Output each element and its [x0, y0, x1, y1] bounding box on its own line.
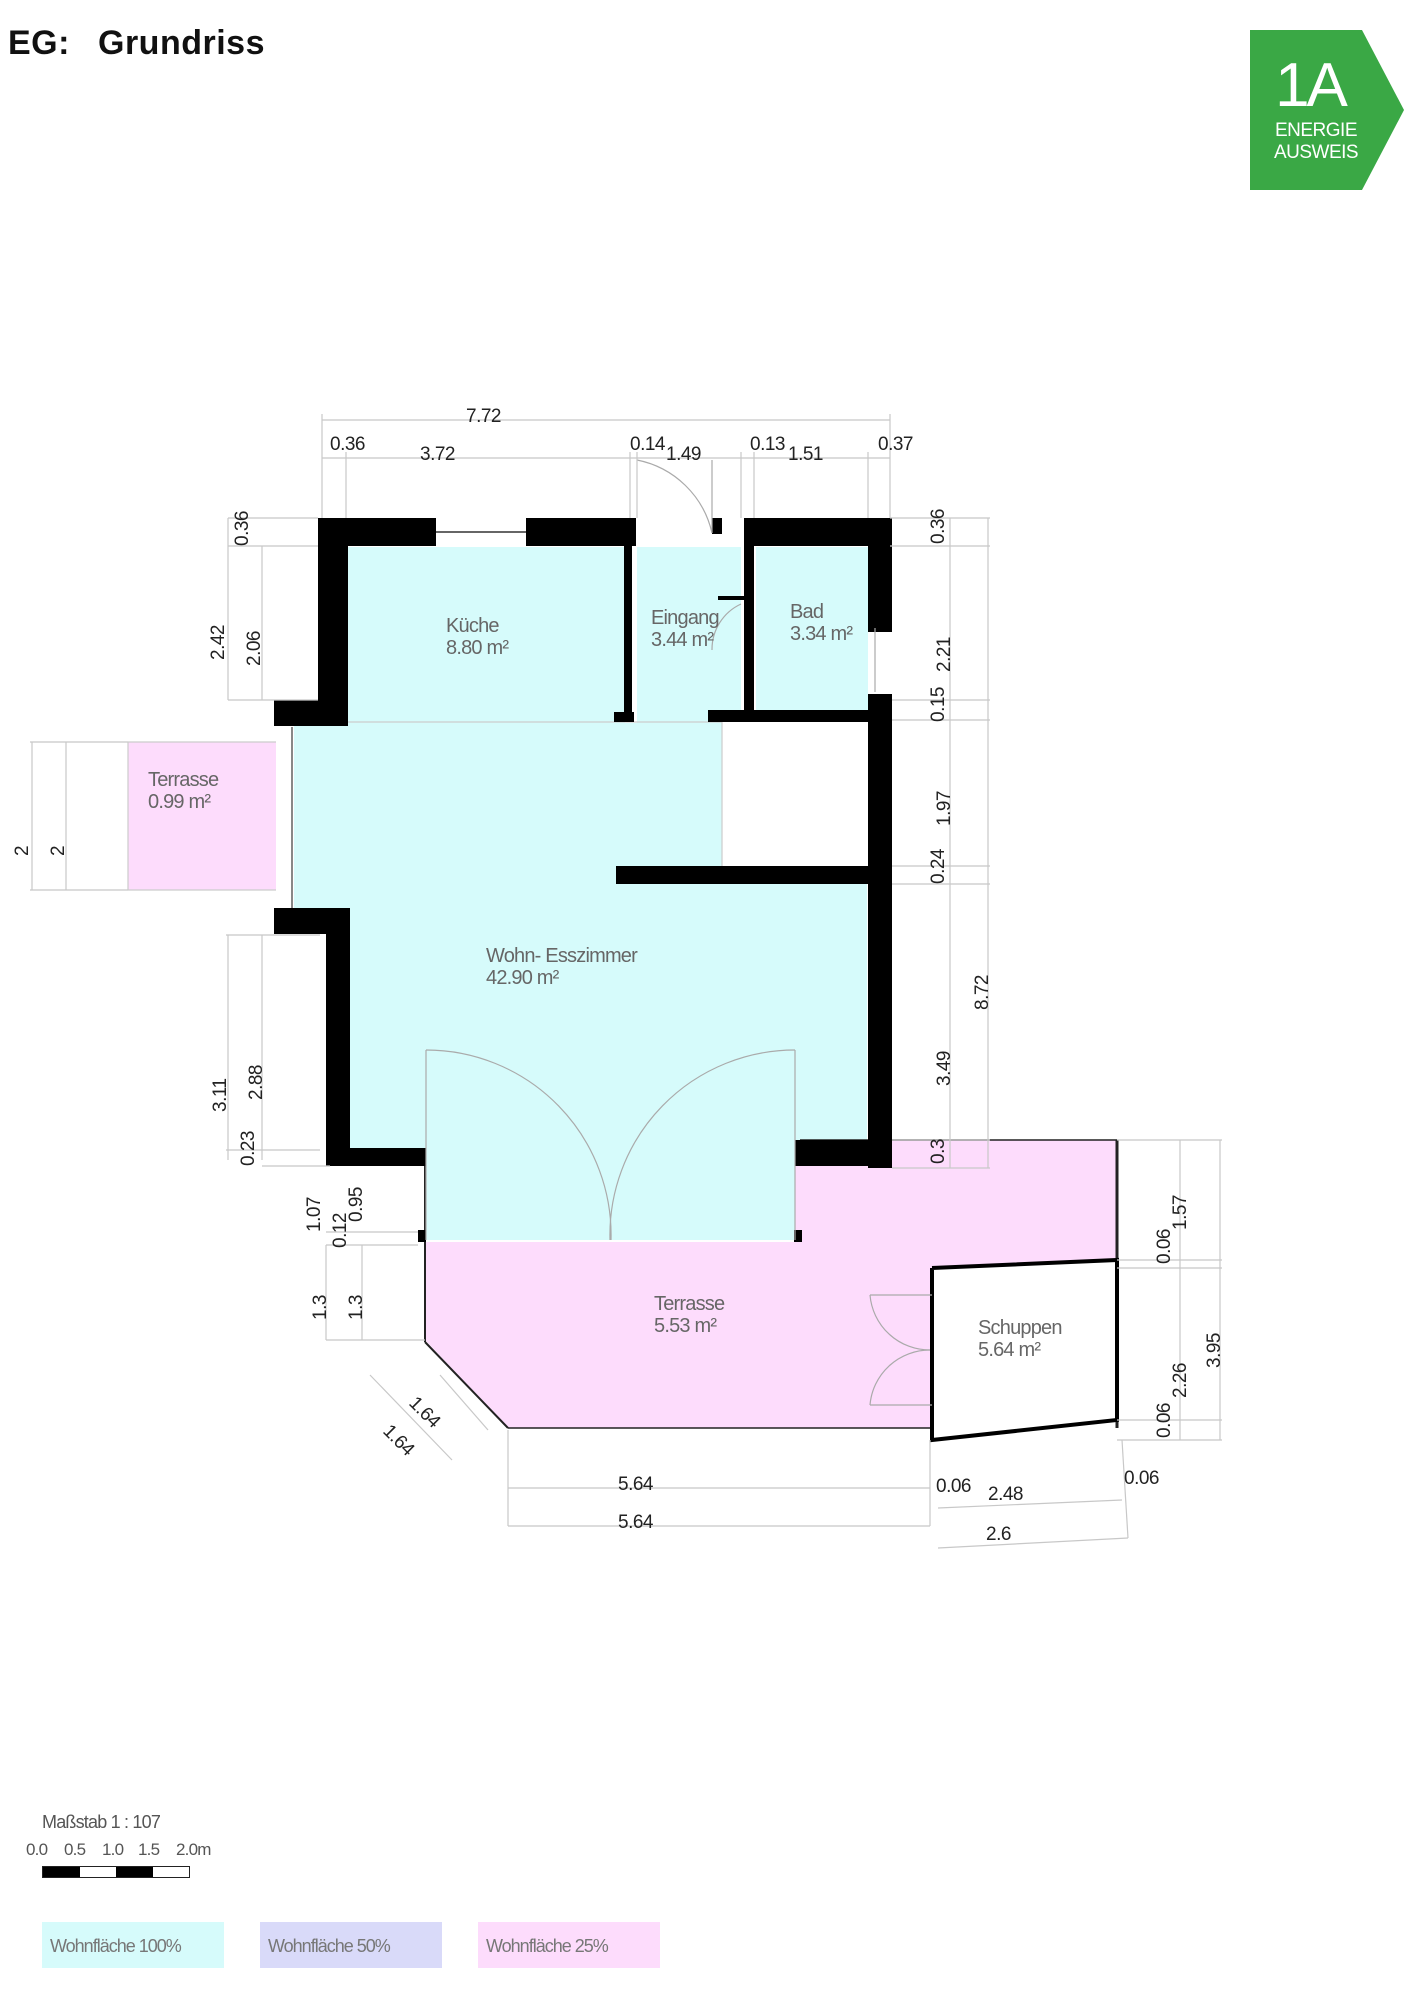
room-wohn-name: Wohn- Esszimmer: [486, 945, 638, 967]
dim-right-03: 0.3: [928, 1139, 949, 1164]
fill-schuppen: [932, 1260, 1117, 1440]
scale-tick: 2.0m: [176, 1840, 211, 1859]
dim-top-014: 0.14: [630, 434, 666, 455]
dim-far-226: 2.26: [1170, 1363, 1191, 1398]
fill-wohn: [294, 723, 867, 1240]
legend-wohnflaeche-100: Wohnfläche 100%: [42, 1922, 224, 1968]
fill-terrasse-small: [128, 742, 276, 890]
thin-lines: [127, 531, 1119, 1429]
dim-far-395: 3.95: [1204, 1333, 1225, 1368]
page-heading: Grundriss: [98, 24, 265, 62]
walls: [274, 518, 892, 1242]
dim-far-006b: 0.06: [1154, 1403, 1175, 1438]
dim-bottom-26: 2.6: [986, 1524, 1011, 1545]
logo-line1: ENERGIE: [1275, 120, 1357, 141]
room-fills: [128, 547, 1117, 1440]
fill-eingang: [637, 547, 741, 723]
dim-top-151: 1.51: [788, 444, 823, 465]
scale-tick: 1.5: [138, 1840, 160, 1859]
dim-right-349: 3.49: [934, 1051, 955, 1086]
room-schuppen-name: Schuppen: [978, 1317, 1062, 1339]
dim-top-total: 7.72: [466, 406, 501, 427]
dim-right-221: 2.21: [934, 637, 955, 672]
dim-right-015: 0.15: [928, 687, 949, 722]
dim-bottom-006b: 0.06: [1124, 1468, 1159, 1489]
dim-top-013: 0.13: [750, 434, 785, 455]
logo-big-text: 1A: [1275, 51, 1348, 120]
dim-left-2b: 2: [48, 846, 69, 856]
dim-left-242: 2.42: [208, 625, 229, 660]
dim-bottom-564b: 5.64: [618, 1512, 654, 1533]
fill-terrasse-big: [425, 1140, 1117, 1428]
scale-bar: [42, 1866, 190, 1878]
room-kueche-name: Küche: [446, 615, 499, 637]
dim-far-157: 1.57: [1170, 1195, 1191, 1230]
energieausweis-logo: 1A ENERGIE AUSWEIS: [1250, 30, 1404, 190]
door-swings: [425, 459, 932, 1406]
dim-left-107: 1.07: [304, 1197, 325, 1232]
room-terrasse-small-name: Terrasse: [148, 769, 219, 791]
dim-left-036: 0.36: [232, 511, 253, 546]
dim-left-2a: 2: [12, 846, 33, 856]
room-kueche-area: 8.80 m²: [446, 637, 509, 659]
dim-top-036: 0.36: [330, 434, 365, 455]
scale-tick: 0.0: [26, 1840, 48, 1859]
dim-diag-b: 1.64: [378, 1421, 418, 1461]
page-title: EG: Grundriss: [8, 24, 265, 63]
dim-left-206: 2.06: [244, 631, 265, 666]
logo-badge: [1250, 30, 1404, 190]
dim-left-288: 2.88: [246, 1065, 267, 1100]
room-bad-area: 3.34 m²: [790, 623, 853, 645]
fill-kueche: [347, 547, 625, 723]
fill-white-corner: [722, 721, 868, 867]
dim-left-13a: 1.3: [310, 1295, 331, 1320]
room-terrasse-big-area: 5.53 m²: [654, 1315, 717, 1337]
page-label: EG:: [8, 24, 70, 62]
dim-top-372: 3.72: [420, 444, 455, 465]
dim-left-311: 3.11: [210, 1078, 231, 1112]
fill-bad: [756, 547, 868, 715]
dim-left-095: 0.95: [346, 1187, 367, 1222]
dim-left-012: 0.12: [330, 1213, 351, 1248]
dim-diag-a: 1.64: [404, 1393, 444, 1433]
dimension-lines: [30, 414, 1222, 1549]
dim-right-036: 0.36: [928, 509, 949, 544]
dim-left-023: 0.23: [238, 1131, 259, 1166]
room-terrasse-big-name: Terrasse: [654, 1293, 725, 1315]
legend-wohnflaeche-25: Wohnfläche 25%: [478, 1922, 660, 1968]
dim-top-037: 0.37: [878, 434, 913, 455]
dim-top-149: 1.49: [666, 444, 701, 465]
legend-wohnflaeche-50: Wohnfläche 50%: [260, 1922, 442, 1968]
scale-label: Maßstab 1 : 107: [42, 1812, 161, 1832]
dim-right-197: 1.97: [934, 791, 955, 826]
room-wohn-area: 42.90 m²: [486, 967, 560, 989]
dim-left-13b: 1.3: [346, 1295, 367, 1320]
dim-right-872: 8.72: [972, 975, 993, 1010]
room-labels: Küche 8.80 m² Eingang 3.44 m² Bad 3.34 m…: [148, 601, 1062, 1361]
scale-tick: 1.0: [102, 1840, 124, 1859]
dim-far-006a: 0.06: [1154, 1229, 1175, 1264]
dim-right-024: 0.24: [928, 848, 949, 884]
room-eingang-name: Eingang: [651, 607, 719, 629]
dim-bottom-006a: 0.06: [936, 1476, 971, 1497]
room-bad-name: Bad: [790, 601, 823, 623]
logo-line2: AUSWEIS: [1274, 142, 1358, 163]
dim-bottom-564a: 5.64: [618, 1474, 654, 1495]
room-terrasse-small-area: 0.99 m²: [148, 791, 211, 813]
room-schuppen-area: 5.64 m²: [978, 1339, 1041, 1361]
scale-tick: 0.5: [64, 1840, 86, 1859]
dim-bottom-248: 2.48: [988, 1484, 1023, 1505]
room-eingang-area: 3.44 m²: [651, 629, 714, 651]
